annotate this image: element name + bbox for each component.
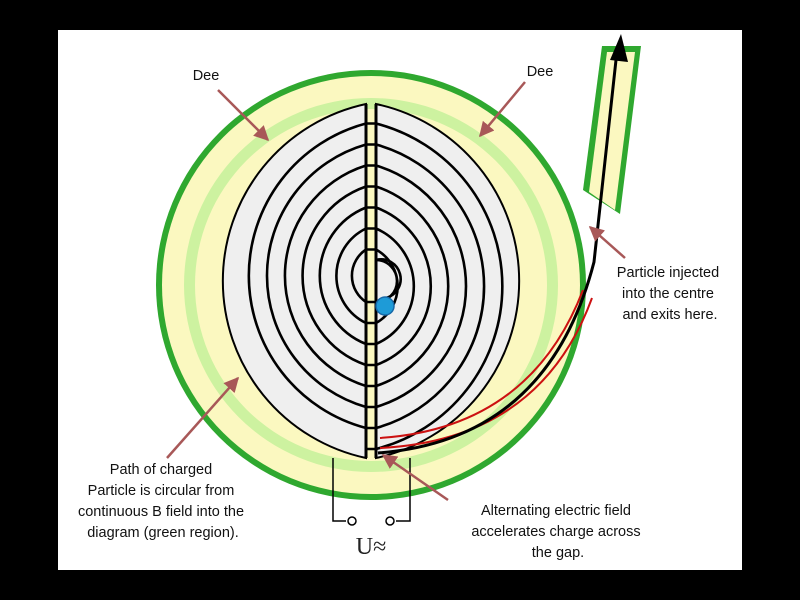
exit-guide-lines <box>379 289 593 449</box>
spiral-start <box>375 258 402 300</box>
arrow-path <box>166 376 239 459</box>
voltage-label: U≈ <box>356 534 387 560</box>
exit-arrowhead-icon <box>610 34 628 62</box>
annotation-arrows <box>166 81 626 502</box>
spiral-path <box>247 122 504 451</box>
voltage-source: U≈ <box>332 458 411 560</box>
injected-label: Particle injected into the centre and ex… <box>617 265 723 323</box>
alternating-label: Alternating electric field accelerates c… <box>471 503 644 561</box>
arrow-alternating <box>381 453 449 502</box>
particle-dot-icon <box>375 296 395 316</box>
dee-right-label: Dee <box>527 64 554 80</box>
terminal-right-icon <box>385 516 395 526</box>
exit-trajectory <box>377 34 628 455</box>
terminal-left-icon <box>347 516 357 526</box>
spiral-line <box>247 122 504 451</box>
dee-left-label: Dee <box>193 68 220 84</box>
path-label: Path of charged Particle is circular fro… <box>78 462 248 541</box>
arrow-dee-right <box>479 81 526 138</box>
dee-left-shape <box>221 102 367 460</box>
text-labels: Dee Dee Particle injected into the centr… <box>78 64 723 561</box>
arrow-injected <box>588 226 626 259</box>
arrow-dee-left <box>217 89 270 142</box>
